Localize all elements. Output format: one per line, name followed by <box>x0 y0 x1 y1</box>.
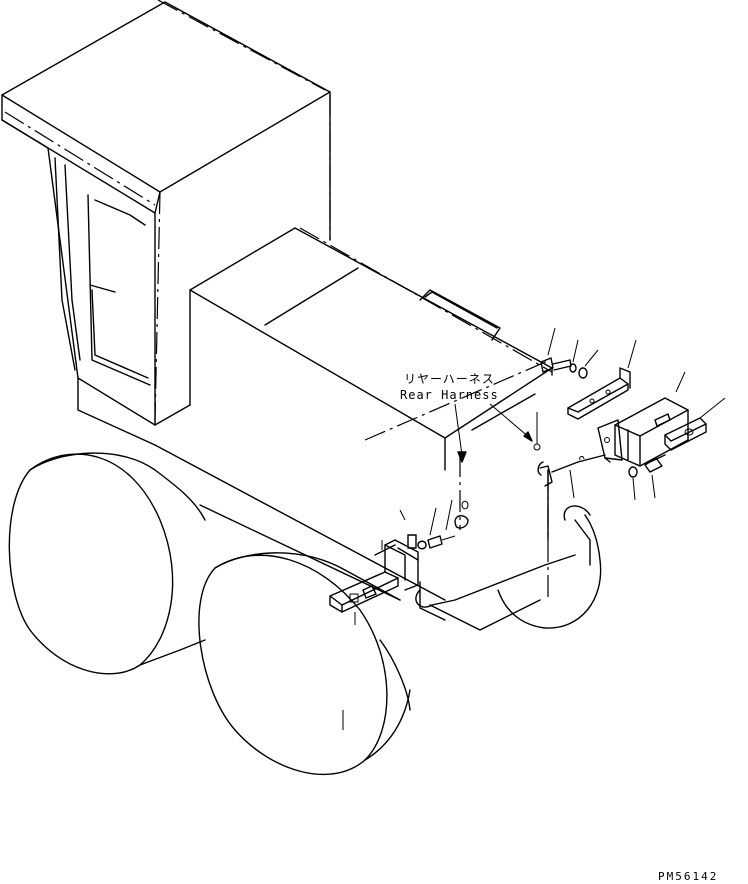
harness-label-jp: リヤーハーネス <box>404 372 495 386</box>
left-rear-lamp <box>329 539 419 730</box>
cab <box>1 1 331 446</box>
left-fasteners <box>399 499 469 550</box>
right-bracket-and-lamp <box>533 327 726 510</box>
rear-tires <box>8 452 602 776</box>
harness-label-en: Rear Harness <box>400 388 499 402</box>
rear-harness-callout: リヤーハーネス Rear Harness <box>400 372 533 463</box>
machine-frame <box>154 444 591 631</box>
centerlines <box>4 0 553 600</box>
drawing-code: PM56142 <box>658 870 718 883</box>
engine-hood <box>189 227 553 471</box>
